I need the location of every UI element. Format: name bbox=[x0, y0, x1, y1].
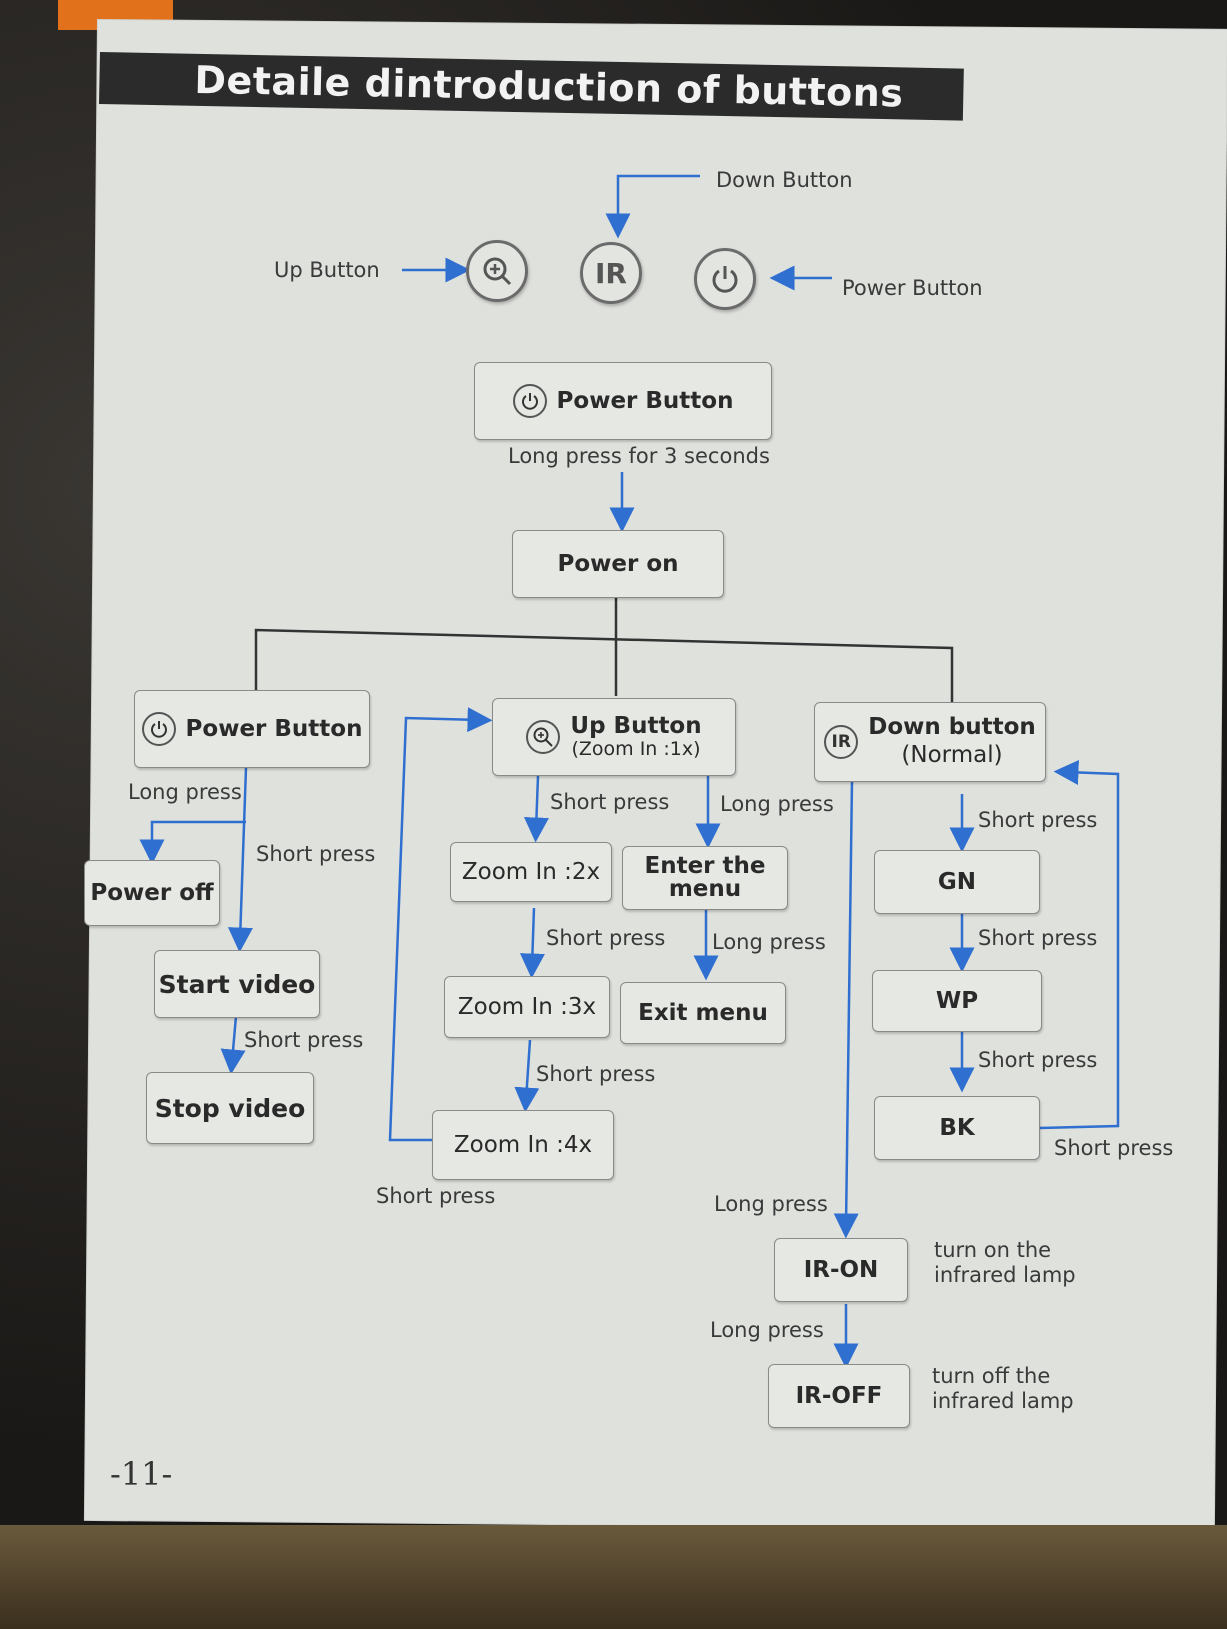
power-button-box-label: Power Button bbox=[556, 388, 734, 414]
enter-menu-box: Enter the menu bbox=[622, 846, 788, 910]
bottom-shadow bbox=[0, 1525, 1227, 1629]
power-off-box: Power off bbox=[84, 860, 220, 926]
down-button-pointer bbox=[605, 174, 700, 239]
mid-long-press-label-2: Long press bbox=[712, 930, 826, 954]
mid-short-press-label-2: Short press bbox=[546, 926, 666, 950]
zoom-in-icon bbox=[526, 720, 561, 754]
ir-long-press-label-1: Long press bbox=[714, 1192, 828, 1216]
ir-off-note: turn off the infrared lamp bbox=[932, 1364, 1074, 1414]
left-long-press-label: Long press bbox=[128, 780, 242, 804]
page-number: -11- bbox=[110, 1455, 173, 1493]
up-button-box-text: Up Button (Zoom In :1x) bbox=[570, 713, 701, 761]
left-short-press-label-1: Short press bbox=[256, 842, 376, 866]
right-short-press-label-1: Short press bbox=[978, 808, 1098, 832]
mid-short-arrow-2 bbox=[519, 907, 545, 979]
mid-short-arrow-1 bbox=[523, 775, 549, 843]
up-button-box-sub: (Zoom In :1x) bbox=[571, 738, 701, 761]
ir-long-arrow-1 bbox=[833, 779, 859, 1239]
power-on-box: Power on bbox=[512, 530, 724, 598]
tree-crossbar bbox=[254, 628, 954, 706]
zoom-4x-box: Zoom In :4x bbox=[432, 1110, 614, 1180]
mid-short-arrow-3 bbox=[514, 1039, 540, 1113]
power-button-box: Power Button bbox=[474, 362, 772, 440]
ir-off-box: IR-OFF bbox=[768, 1364, 910, 1428]
ir-on-note: turn on the infrared lamp bbox=[934, 1238, 1076, 1288]
left-short-press-label-2: Short press bbox=[244, 1028, 364, 1052]
right-short-press-label-3: Short press bbox=[978, 1048, 1098, 1072]
right-loop-arrow bbox=[1039, 759, 1120, 1130]
power-icon bbox=[512, 384, 547, 418]
right-short-press-label-2: Short press bbox=[978, 926, 1098, 950]
left-power-button-label: Power Button bbox=[185, 716, 363, 742]
down-button-box-sub: (Normal) bbox=[901, 742, 1003, 768]
mid-loop-arrow bbox=[388, 707, 493, 1142]
up-button-label: Up Button bbox=[274, 258, 380, 282]
left-short-arrow-2 bbox=[220, 1015, 246, 1075]
power-icon bbox=[141, 712, 176, 746]
ir-button-icon: IR bbox=[580, 242, 642, 304]
stop-video-box: Stop video bbox=[146, 1072, 314, 1144]
zoom-3x-box: Zoom In :3x bbox=[444, 976, 610, 1038]
left-power-button-box: Power Button bbox=[134, 690, 370, 768]
zoom-in-icon bbox=[466, 240, 528, 302]
exit-menu-box: Exit menu bbox=[620, 982, 786, 1044]
down-button-box: IR Down button (Normal) bbox=[814, 702, 1046, 782]
ir-on-box: IR-ON bbox=[774, 1238, 908, 1302]
power-button-label: Power Button bbox=[842, 276, 983, 300]
gn-box: GN bbox=[874, 850, 1040, 914]
up-button-box-title: Up Button bbox=[570, 712, 702, 739]
right-short-press-loop-label: Short press bbox=[1054, 1136, 1174, 1160]
power-icon bbox=[694, 248, 756, 310]
zoom-2x-box: Zoom In :2x bbox=[450, 842, 612, 902]
mid-short-press-label-3: Short press bbox=[536, 1062, 656, 1086]
down-button-box-text: Down button (Normal) bbox=[868, 714, 1036, 769]
down-button-box-title: Down button bbox=[868, 714, 1036, 741]
left-long-arrow bbox=[139, 820, 246, 865]
down-button-label: Down Button bbox=[716, 168, 853, 192]
wp-box: WP bbox=[872, 970, 1042, 1032]
mid-short-press-label-1: Short press bbox=[550, 790, 670, 814]
mid-short-press-loop-label: Short press bbox=[376, 1184, 496, 1208]
power-long-press-note: Long press for 3 seconds bbox=[508, 444, 770, 468]
mid-long-press-label-1: Long press bbox=[720, 792, 834, 816]
start-video-box: Start video bbox=[154, 950, 320, 1018]
left-short-arrow-1 bbox=[227, 767, 253, 953]
bk-box: BK bbox=[874, 1096, 1040, 1160]
up-button-box: Up Button (Zoom In :1x) bbox=[492, 698, 736, 776]
ir-long-press-label-2: Long press bbox=[710, 1318, 824, 1342]
ir-icon: IR bbox=[824, 725, 859, 759]
